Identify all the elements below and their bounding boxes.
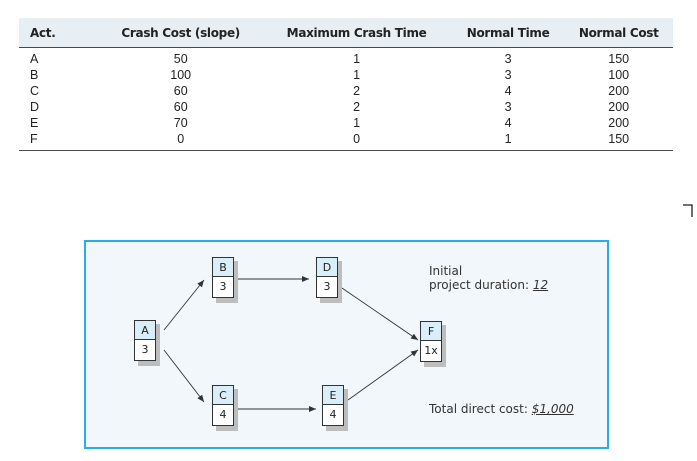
cell-normal-cost: 200 [608, 100, 630, 114]
node-a-duration: 3 [134, 340, 156, 361]
cell-activity: D [30, 100, 40, 114]
project-duration-value: 12 [532, 278, 549, 292]
total-cost-note: Total direct cost: $1,000 [429, 402, 574, 416]
node-d-label: D [316, 257, 338, 277]
node-c-duration: 4 [212, 405, 234, 426]
table-row: F 0 0 1 150 [19, 131, 673, 151]
cell-activity: A [30, 52, 39, 66]
node-b: B 3 [212, 257, 238, 303]
cell-max-crash-time: 0 [353, 132, 361, 146]
cell-crash-cost: 0 [177, 132, 185, 146]
table-header-row: Act. Crash Cost (slope) Maximum Crash Ti… [19, 18, 673, 48]
table-row: E 70 1 4 200 [19, 115, 673, 131]
arrow-d-f [341, 287, 419, 341]
cell-activity: F [30, 132, 38, 146]
cell-crash-cost: 50 [173, 52, 188, 66]
cell-normal-cost: 150 [608, 52, 630, 66]
cell-crash-cost: 60 [173, 84, 188, 98]
total-cost-label: Total direct cost: [429, 402, 528, 416]
node-f-duration: 1x [420, 341, 442, 362]
cell-crash-cost: 70 [173, 116, 188, 130]
cell-max-crash-time: 1 [353, 52, 361, 66]
node-f: F 1x [420, 321, 446, 367]
node-e: E 4 [322, 385, 348, 431]
node-e-label: E [322, 385, 344, 405]
cell-activity: B [30, 68, 39, 82]
node-b-label: B [212, 257, 234, 277]
header-normal-time: Normal Time [451, 18, 565, 48]
node-b-duration: 3 [212, 277, 234, 298]
header-max-crash-time: Maximum Crash Time [261, 18, 452, 48]
node-a-label: A [134, 320, 156, 340]
cell-normal-cost: 150 [608, 132, 630, 146]
initial-duration-note: Initial project duration: 12 [429, 264, 548, 292]
cell-activity: C [30, 84, 40, 98]
project-duration-label: project duration: [429, 278, 530, 292]
corner-bracket-icon [683, 204, 693, 217]
table-row: D 60 2 3 200 [19, 99, 673, 115]
table-row: C 60 2 4 200 [19, 83, 673, 99]
cell-activity: E [30, 116, 39, 130]
crash-data-table: Act. Crash Cost (slope) Maximum Crash Ti… [19, 18, 673, 151]
cell-crash-cost: 60 [173, 100, 188, 114]
header-crash-cost: Crash Cost (slope) [100, 18, 262, 48]
arrow-a-c [163, 349, 205, 403]
node-c: C 4 [212, 385, 238, 431]
network-diagram: A 3 B 3 C 4 D 3 E 4 F 1x Initial project… [84, 240, 609, 449]
cell-normal-time: 4 [504, 116, 512, 130]
initial-label: Initial [429, 264, 463, 278]
header-activity: Act. [19, 18, 100, 48]
node-d: D 3 [316, 257, 342, 303]
header-normal-cost: Normal Cost [564, 18, 673, 48]
arrow-e-f [347, 349, 419, 401]
table-row: A 50 1 3 150 [19, 48, 673, 68]
cell-normal-cost: 100 [608, 68, 630, 82]
node-c-label: C [212, 385, 234, 405]
cell-max-crash-time: 1 [353, 68, 361, 82]
cell-normal-time: 3 [504, 100, 512, 114]
cell-normal-time: 3 [504, 52, 512, 66]
node-f-label: F [420, 321, 442, 341]
total-cost-value: $1,000 [531, 402, 574, 416]
node-a: A 3 [134, 320, 160, 366]
node-d-duration: 3 [316, 277, 338, 298]
crash-data-table-container: Act. Crash Cost (slope) Maximum Crash Ti… [19, 18, 673, 151]
cell-max-crash-time: 1 [353, 116, 361, 130]
node-e-duration: 4 [322, 405, 344, 426]
cell-normal-time: 4 [504, 84, 512, 98]
cell-crash-cost: 100 [170, 68, 192, 82]
arrow-a-b [163, 279, 205, 331]
network-arrows [163, 276, 419, 412]
cell-max-crash-time: 2 [353, 100, 361, 114]
cell-normal-time: 3 [504, 68, 512, 82]
cell-normal-time: 1 [504, 132, 512, 146]
cell-max-crash-time: 2 [353, 84, 361, 98]
project-duration-line: project duration: 12 [429, 278, 548, 292]
cell-normal-cost: 200 [608, 84, 630, 98]
table-row: B 100 1 3 100 [19, 67, 673, 83]
cell-normal-cost: 200 [608, 116, 630, 130]
